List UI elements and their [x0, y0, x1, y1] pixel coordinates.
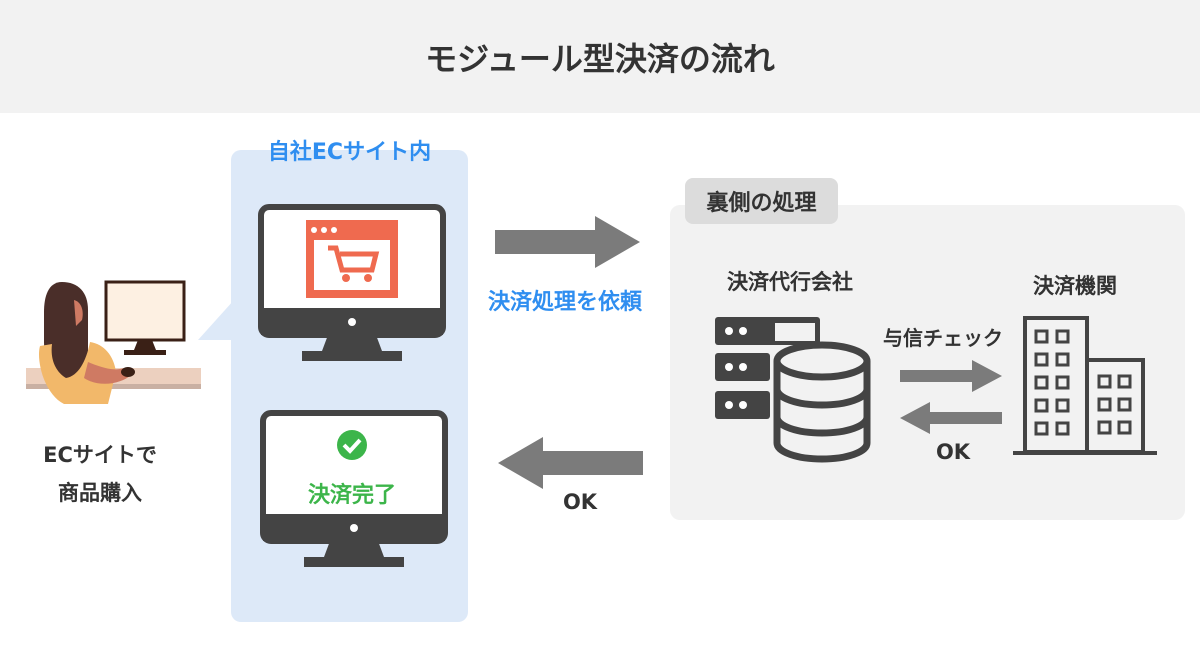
exchange-arrows-icon — [900, 360, 1002, 434]
customer-caption-line1: ECサイトで — [43, 443, 157, 467]
customer-caption: ECサイトで 商品購入 — [30, 436, 170, 512]
speech-pointer — [198, 300, 234, 340]
monitor-complete-icon — [260, 410, 448, 567]
page-title: モジュール型決済の流れ — [0, 0, 1200, 113]
backend-ok-label: OK — [935, 440, 971, 464]
payment-agent-label: 決済代行会社 — [727, 270, 853, 294]
monitor-shop-icon — [258, 204, 446, 361]
shopping-cart-browser-icon — [306, 220, 398, 298]
credit-check-label: 与信チェック — [883, 326, 1003, 350]
payment-institution-label: 決済機関 — [1033, 274, 1117, 298]
request-label: 決済処理を依頼 — [487, 290, 642, 315]
arrow-left-icon — [498, 437, 643, 489]
customer-illustration — [26, 280, 201, 404]
check-circle-icon — [337, 430, 367, 460]
payment-complete-label: 決済完了 — [307, 483, 396, 508]
building-icon — [1013, 316, 1157, 455]
ec-site-label: 自社ECサイト内 — [267, 140, 432, 165]
customer-caption-line2: 商品購入 — [58, 481, 142, 505]
arrow-right-icon — [495, 216, 640, 268]
server-database-icon — [715, 317, 871, 463]
return-ok-label: OK — [562, 490, 598, 514]
backend-tag: 裏側の処理 — [685, 178, 838, 224]
